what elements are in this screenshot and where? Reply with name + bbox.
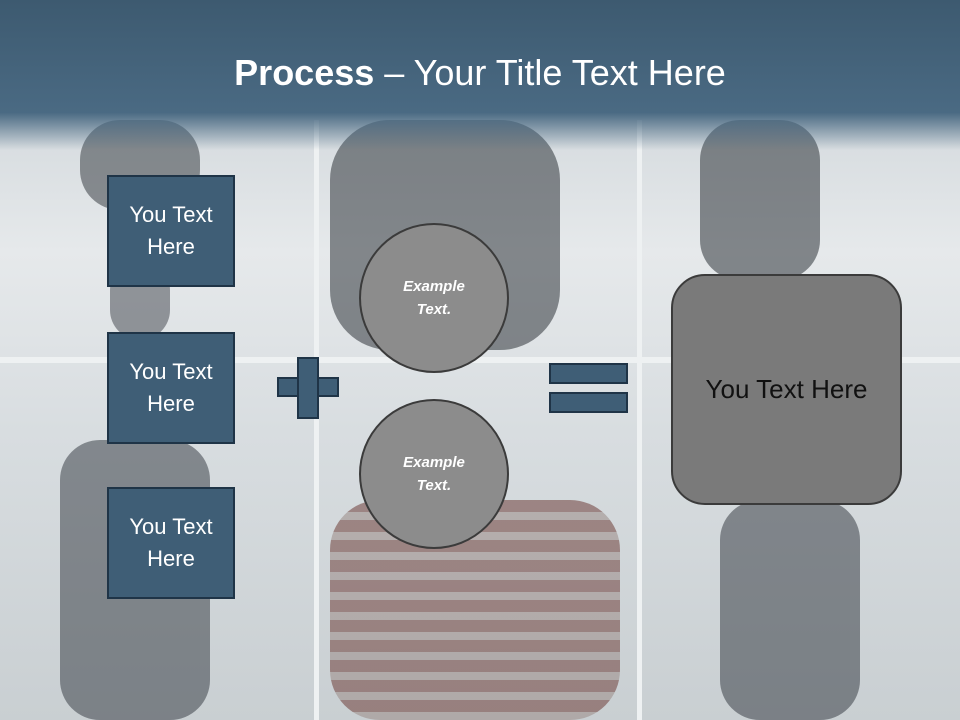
title-rest: – Your Title Text Here <box>374 52 726 93</box>
background-figure <box>720 500 860 720</box>
slide-title: Process – Your Title Text Here <box>0 52 960 94</box>
text-box-1: You Text Here <box>107 175 235 287</box>
circle-label: Example Text. <box>403 278 465 318</box>
grid-divider-vertical <box>637 120 642 720</box>
title-bold: Process <box>234 52 375 93</box>
text-box-label: You Text Here <box>129 514 213 571</box>
plus-icon-center <box>299 379 317 395</box>
example-circle-1: Example Text. <box>359 223 509 373</box>
text-box-3: You Text Here <box>107 487 235 599</box>
equals-icon-top-bar <box>549 363 628 384</box>
grid-divider-horizontal <box>0 357 960 363</box>
text-box-label: You Text Here <box>129 359 213 416</box>
title-bar <box>0 0 960 150</box>
result-label: You Text Here <box>705 374 868 404</box>
equals-icon-bottom-bar <box>549 392 628 413</box>
circle-label: Example Text. <box>403 454 465 494</box>
text-box-2: You Text Here <box>107 332 235 444</box>
example-circle-2: Example Text. <box>359 399 509 549</box>
text-box-label: You Text Here <box>129 202 213 259</box>
grid-divider-vertical <box>314 120 319 720</box>
result-box: You Text Here <box>671 274 902 505</box>
